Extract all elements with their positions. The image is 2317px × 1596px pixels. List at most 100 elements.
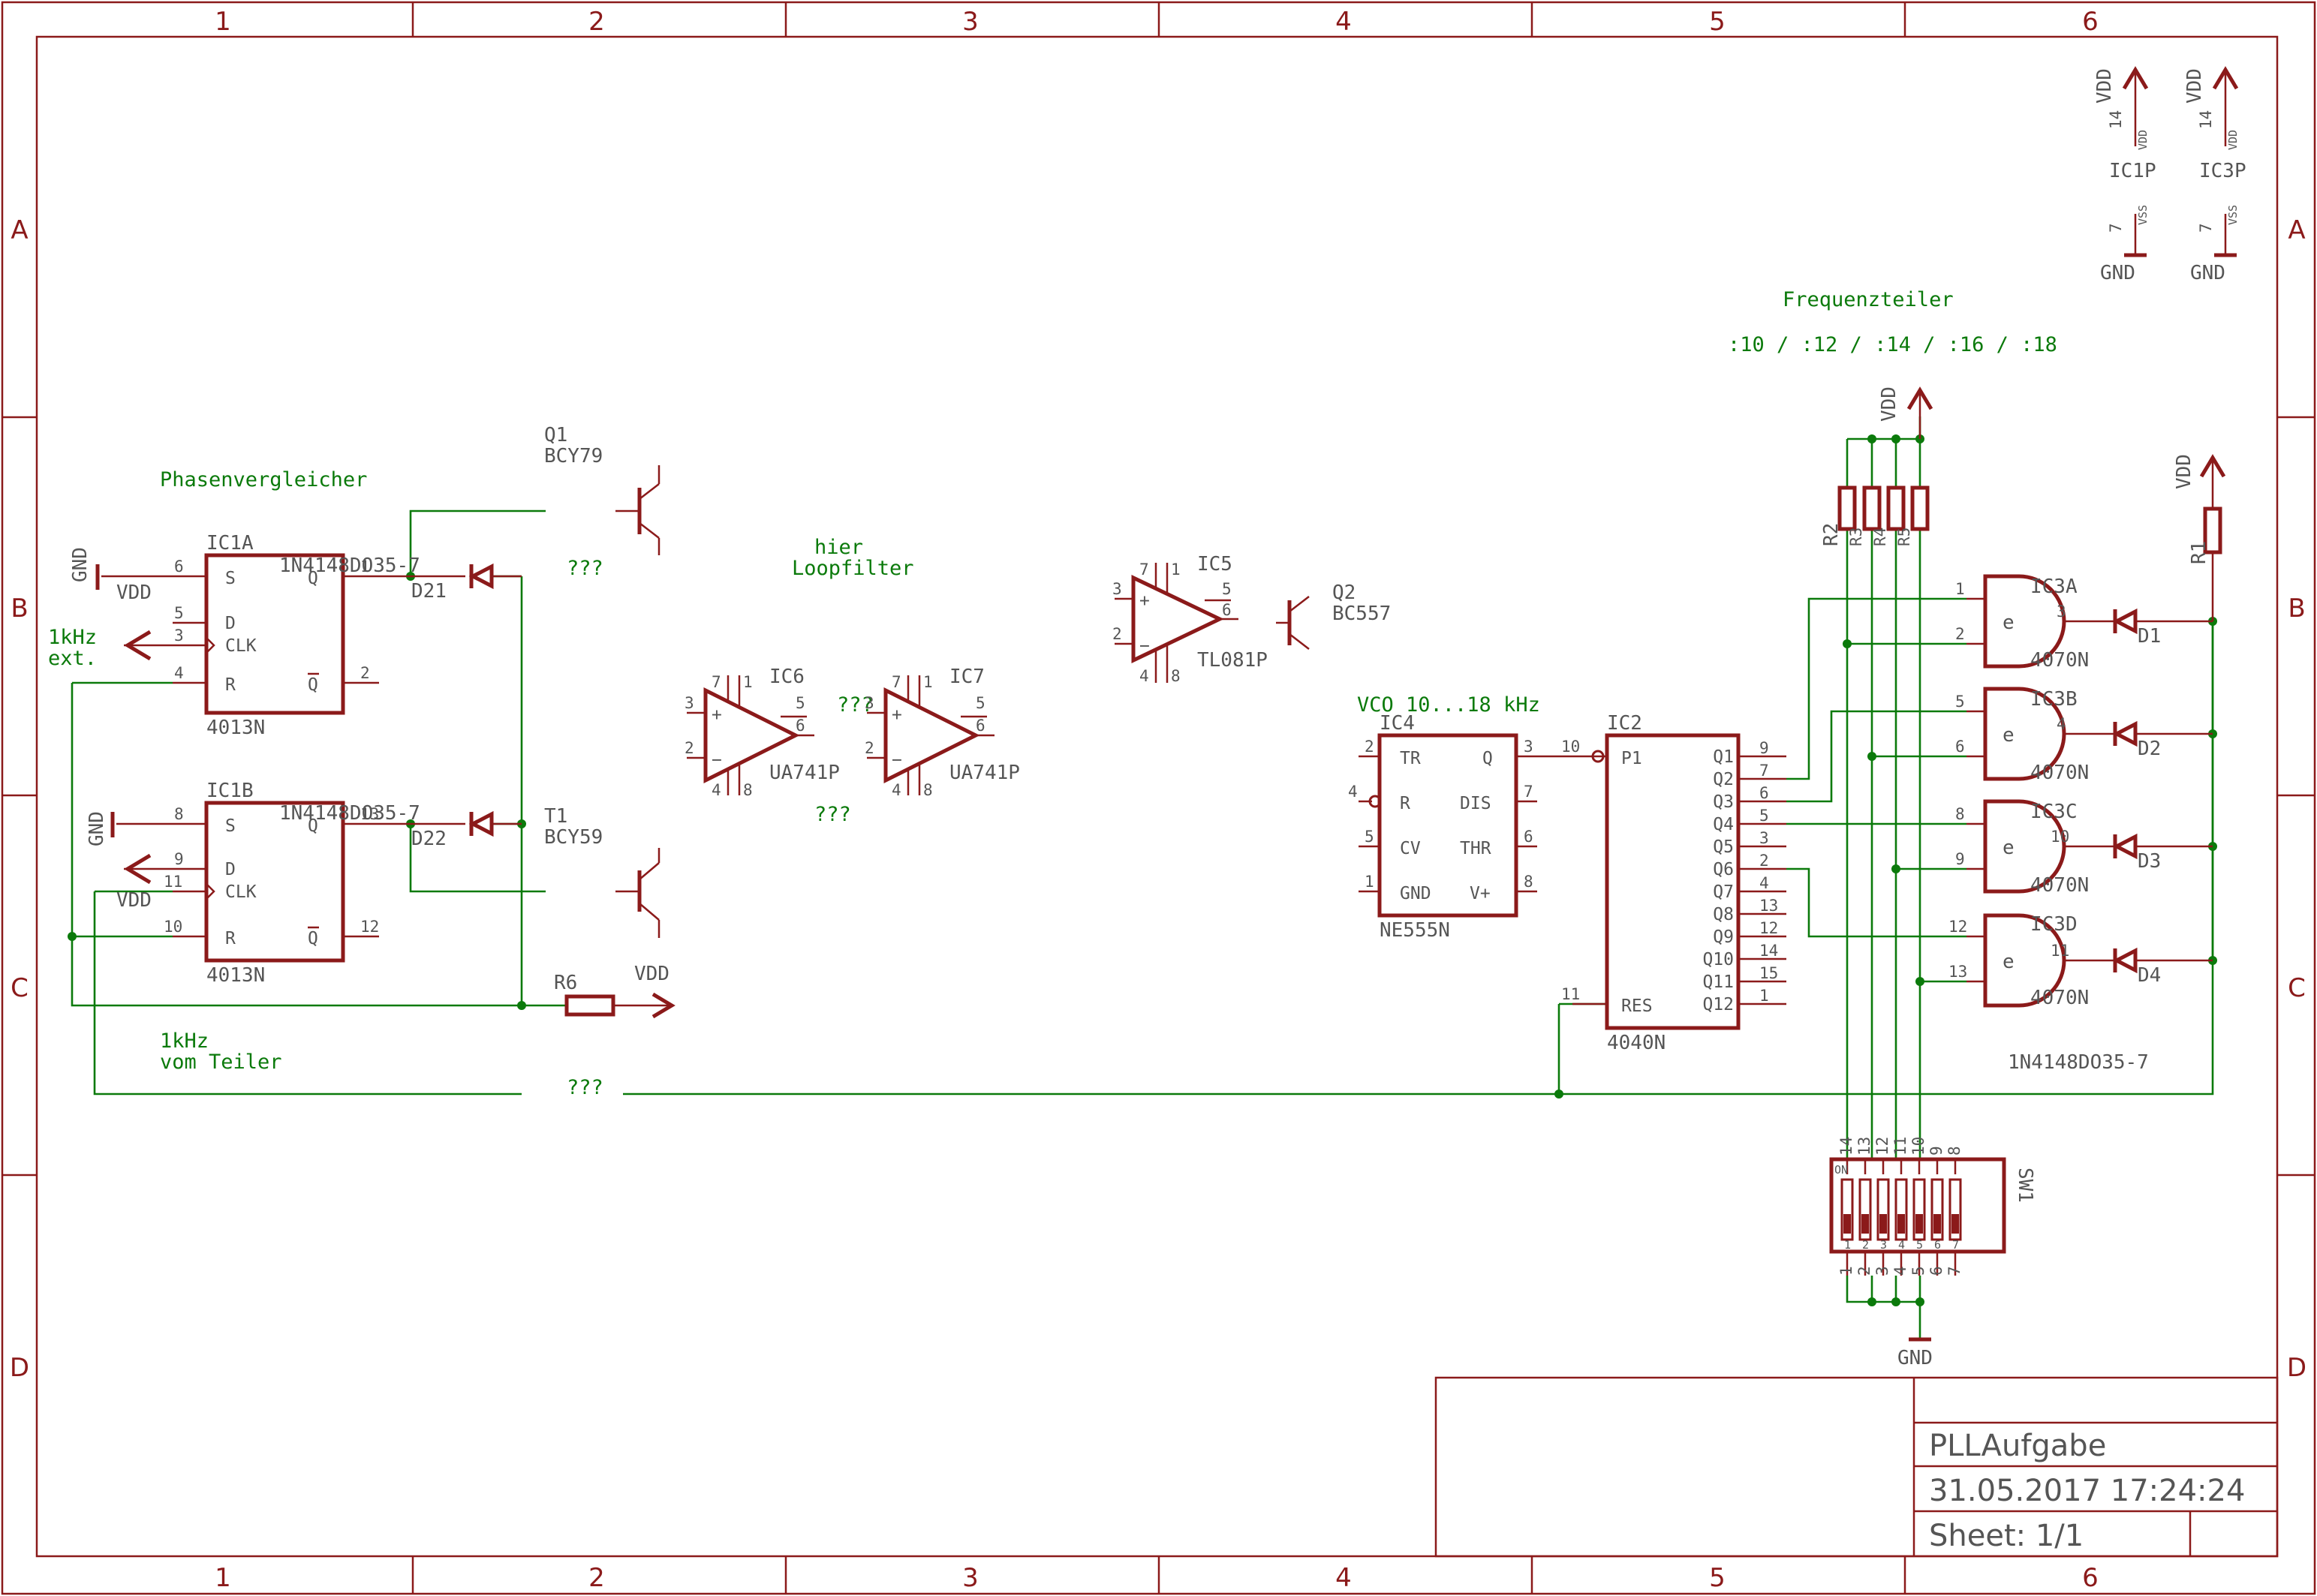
ic2-output-pin-number: 2 bbox=[1759, 852, 1769, 870]
column-label-bottom: 5 bbox=[1709, 1563, 1726, 1593]
ic3b-pin-number: 6 bbox=[1955, 738, 1965, 756]
sw1-bottom-pin-number: 3 bbox=[1880, 1238, 1887, 1252]
opamp-ic7[interactable]: + − 3 2 5 6 7 1 4 8 IC7 UA741P bbox=[865, 666, 1020, 799]
resistor-r6[interactable]: R6 VDD bbox=[554, 963, 676, 1019]
column-label-bottom: 6 bbox=[2082, 1563, 2099, 1593]
opamp-ic5[interactable]: + − 3 2 5 6 7 1 4 8 IC5 TL081P bbox=[1112, 553, 1268, 685]
ic1b-pin-number: 10 bbox=[164, 918, 182, 936]
transistor-q1[interactable]: Q1 BCY79 bbox=[544, 424, 660, 555]
sw1-toggle[interactable] bbox=[1948, 1178, 1962, 1241]
gnd-label: GND bbox=[69, 547, 92, 582]
sw1-top-pin-number: 9 bbox=[1927, 1146, 1945, 1156]
label-unknown: ??? bbox=[814, 803, 851, 826]
xor-gate-ic3c[interactable]: e 8 9 10 IC3C 4070N bbox=[1955, 799, 2094, 897]
ic1a-name: IC1A bbox=[206, 532, 254, 555]
ic2-output-pin-number: 13 bbox=[1759, 897, 1778, 915]
d22-name: D22 bbox=[411, 828, 447, 850]
diode-d22[interactable]: 1N4148DO35-7 D22 bbox=[279, 802, 522, 850]
sw1-toggle-knob[interactable] bbox=[1915, 1214, 1923, 1234]
ic6-pin-number: 1 bbox=[743, 673, 753, 691]
xor-gate-ic3b[interactable]: e 5 6 4 IC3B 4070N bbox=[1955, 687, 2094, 784]
label-vom-teiler: vom Teiler bbox=[160, 1050, 282, 1074]
ic1b-name: IC1B bbox=[206, 780, 254, 802]
diode-d21[interactable]: 1N4148DO35-7 D21 bbox=[279, 555, 522, 603]
vdd-label: VDD bbox=[2173, 454, 2195, 489]
sw1-toggle-knob[interactable] bbox=[1933, 1214, 1941, 1234]
diode-d2[interactable]: D2 bbox=[2094, 720, 2213, 760]
resistor-array[interactable]: VDD R2 R3 R4 R5 bbox=[1820, 386, 1933, 546]
transistor-q2[interactable]: Q2 BC557 bbox=[1276, 582, 1391, 650]
sw1-toggle[interactable] bbox=[1840, 1178, 1854, 1241]
power-ic3p[interactable]: VDD 14 VDD IC3P 7 VSS GND bbox=[2183, 66, 2246, 284]
label-ext: ext. bbox=[48, 647, 97, 670]
diode-d4[interactable]: D4 bbox=[2094, 947, 2213, 987]
sw1-toggle-knob[interactable] bbox=[1861, 1214, 1869, 1234]
ic2-output-label: Q10 bbox=[1702, 950, 1734, 969]
vdd-label: VDD bbox=[116, 889, 152, 912]
ic5-value: TL081P bbox=[1197, 649, 1268, 672]
d1-name: D1 bbox=[2138, 625, 2161, 648]
ic3d-value: 4070N bbox=[2030, 987, 2089, 1009]
ic1b-flipflop[interactable]: IC1B 4013N S D CLK R Q Q 8 9 11 10 13 12… bbox=[86, 780, 411, 987]
sw1-bottom-pin-number: 6 bbox=[1934, 1238, 1941, 1252]
label-loopfilter: Loopfilter bbox=[792, 557, 914, 580]
ic1p-name: IC1P bbox=[2109, 160, 2156, 182]
gnd-label: GND bbox=[2100, 262, 2135, 284]
sw1-toggle[interactable] bbox=[1912, 1178, 1926, 1241]
ic4-pin-tr: TR bbox=[1400, 749, 1421, 768]
ic4-pin-number: 4 bbox=[1348, 783, 1358, 801]
ic5-pin-number: 1 bbox=[1171, 561, 1181, 579]
ic3p-vss-name: VSS bbox=[2226, 205, 2240, 225]
ic3b-name: IC3B bbox=[2030, 688, 2078, 711]
ic1a-flipflop[interactable]: IC1A 4013N S D CLK R Q Q 6 5 3 4 1 2 GND… bbox=[69, 532, 411, 739]
resistor-r1[interactable]: R1 VDD bbox=[2173, 454, 2226, 621]
ic4-pin-number: 6 bbox=[1524, 828, 1533, 846]
ic2-output-pin-number: 3 bbox=[1759, 829, 1769, 847]
sw1-toggle-knob[interactable] bbox=[1897, 1214, 1905, 1234]
title-text: PLLAufgabe bbox=[1929, 1429, 2106, 1463]
ic1p-vdd-pin: 14 bbox=[2107, 110, 2125, 129]
sw1-bottom-pin-number: 1 bbox=[1844, 1238, 1851, 1252]
sw1-toggle-knob[interactable] bbox=[1951, 1214, 1959, 1234]
xor-gate-ic3a[interactable]: e 1 2 3 IC3A 4070N bbox=[1955, 574, 2094, 672]
sw1-toggle[interactable] bbox=[1894, 1178, 1908, 1241]
xor-gate-ic3d[interactable]: e 12 13 11 IC3D 4070N bbox=[1948, 913, 2094, 1009]
diode-d3[interactable]: D3 bbox=[2094, 833, 2213, 873]
ic6-pin-number: 7 bbox=[712, 673, 721, 691]
annotations: Phasenvergleicher hier Loopfilter VCO 10… bbox=[48, 288, 2057, 1099]
ic2-pin-number: 10 bbox=[1561, 738, 1580, 756]
opamp-ic6[interactable]: + − 3 2 5 6 7 1 4 8 IC6 UA741P bbox=[685, 666, 840, 799]
ic2-output-label: Q4 bbox=[1713, 815, 1734, 834]
ic4-value: NE555N bbox=[1380, 919, 1450, 942]
r5-name: R5 bbox=[1895, 527, 1913, 546]
sw1-toggle-knob[interactable] bbox=[1843, 1214, 1851, 1234]
sw1-toggle[interactable] bbox=[1858, 1178, 1872, 1241]
diode-d1[interactable]: D1 bbox=[2094, 608, 2213, 648]
ic2-pin-p1: P1 bbox=[1621, 749, 1642, 768]
ic3c-pin-number: 8 bbox=[1955, 805, 1965, 823]
timer-ic4[interactable]: TR R CV GND Q DIS THR V+ 2 4 5 1 3 7 6 8… bbox=[1348, 712, 1607, 942]
ic2-value: 4040N bbox=[1607, 1032, 1666, 1054]
ic6-pin-number: 6 bbox=[796, 717, 805, 735]
opamp-plus: + bbox=[712, 705, 722, 725]
sw1-toggle-knob[interactable] bbox=[1879, 1214, 1887, 1234]
gnd-label: GND bbox=[1897, 1347, 1933, 1369]
sw1-bottom-pin-number: 7 bbox=[1952, 1238, 1959, 1252]
ic7-pin-number: 7 bbox=[892, 673, 901, 691]
ic2-output-label: Q11 bbox=[1702, 972, 1734, 992]
ic4-pin-cv: CV bbox=[1400, 839, 1421, 858]
ic4-pin-r: R bbox=[1400, 794, 1410, 813]
column-label-bottom: 1 bbox=[215, 1563, 231, 1593]
diode-value: 1N4148DO35-7 bbox=[2008, 1051, 2149, 1074]
transistor-t1[interactable]: T1 BCY59 bbox=[544, 805, 660, 938]
sw1-on-label: ON bbox=[1834, 1163, 1848, 1177]
sw1-top-pin-number: 10 bbox=[1909, 1137, 1927, 1156]
power-ic1p[interactable]: VDD 14 VDD IC1P 7 VSS GND bbox=[2093, 66, 2156, 284]
sw1-toggle[interactable] bbox=[1876, 1178, 1890, 1241]
sw1-toggle[interactable] bbox=[1930, 1178, 1944, 1241]
ic1a-pin-number: 1 bbox=[360, 558, 370, 576]
